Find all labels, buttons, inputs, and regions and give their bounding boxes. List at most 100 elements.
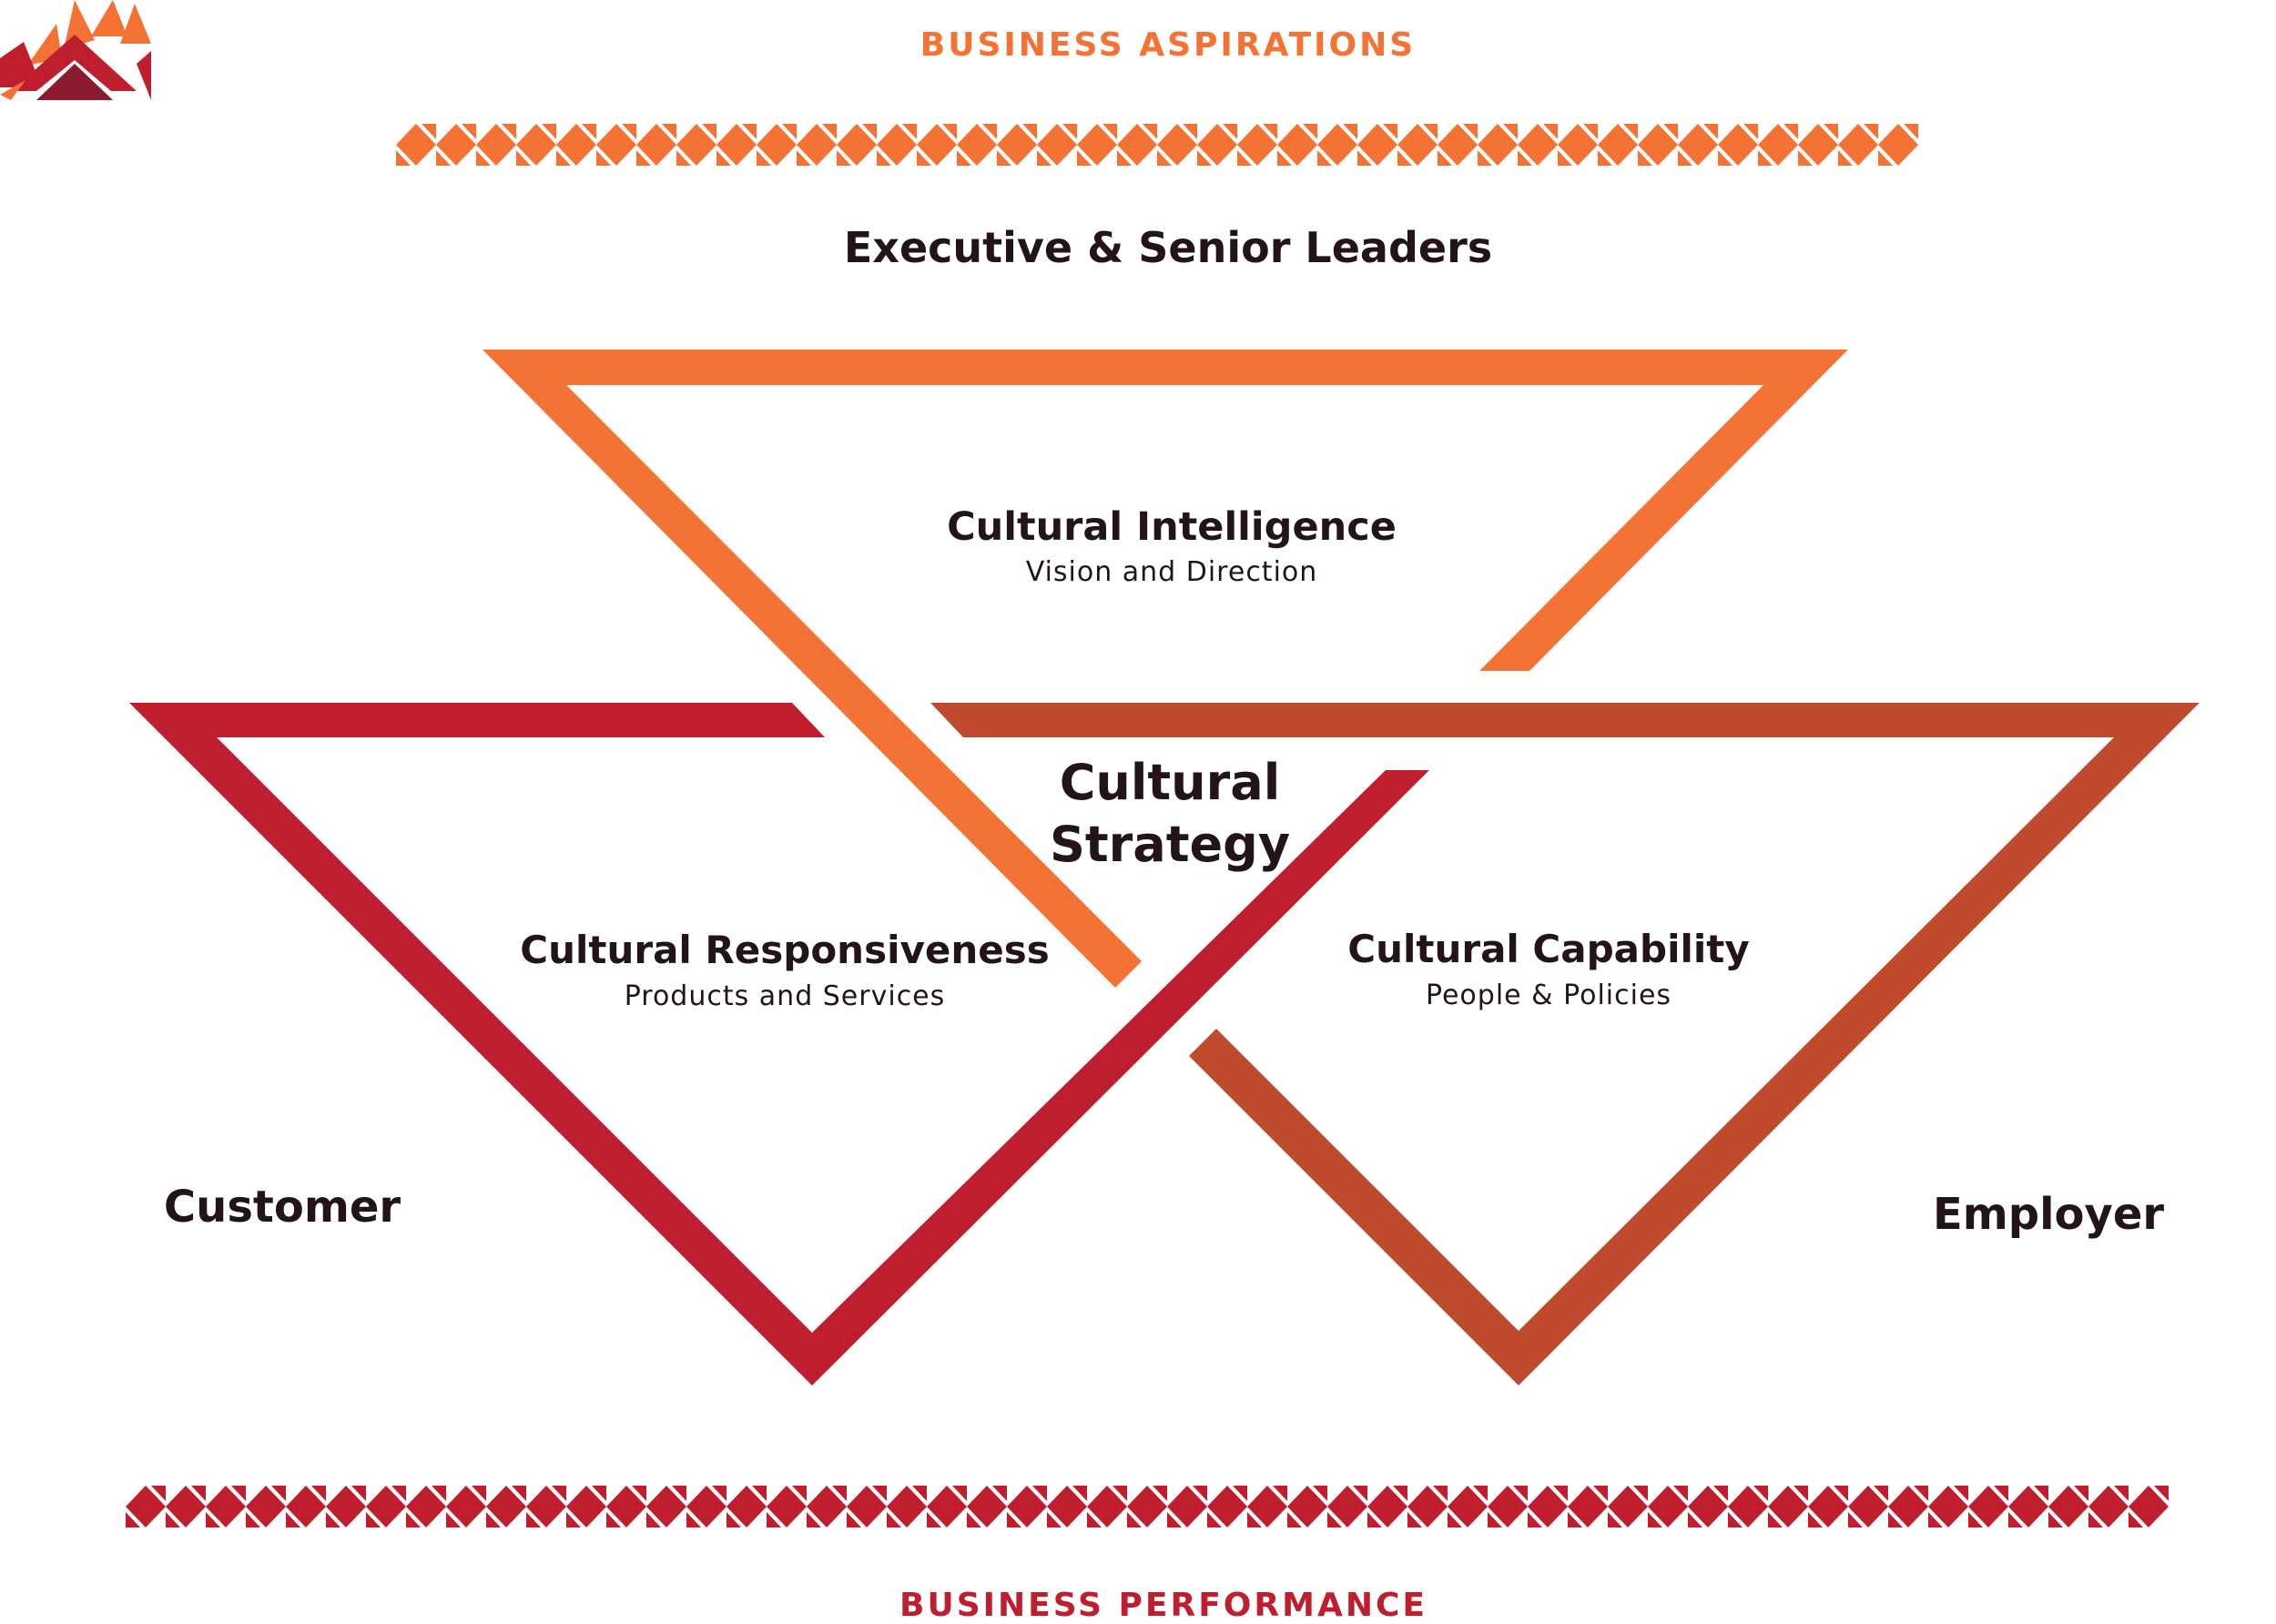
band-triangle-up	[1878, 124, 1918, 145]
band-wedge	[1223, 124, 1237, 139]
band-triangle-up	[1768, 1486, 1808, 1507]
band-triangle-up	[246, 1486, 286, 1507]
band-triangle-down	[1037, 145, 1077, 166]
band-triangle-up	[1798, 124, 1838, 145]
side-label-employer: Employer	[1933, 1189, 2164, 1240]
band-triangle-up	[1247, 1486, 1287, 1507]
band-wedge	[512, 1486, 526, 1501]
band-wedge	[1473, 1486, 1488, 1501]
band-triangle-up	[877, 124, 917, 145]
band-triangle-up	[1478, 124, 1518, 145]
band-wedge	[1688, 1512, 1702, 1528]
band-wedge	[1207, 1512, 1222, 1528]
band-wedge	[1914, 1486, 1928, 1501]
band-wedge	[2154, 1486, 2169, 1501]
band-wedge	[822, 124, 837, 139]
band-triangle-up	[1528, 1486, 1568, 1507]
band-wedge	[902, 124, 917, 139]
band-triangle-down	[1648, 1507, 1688, 1528]
band-triangle-down	[887, 1507, 927, 1528]
band-wedge	[1463, 124, 1478, 139]
band-triangle-up	[1838, 124, 1878, 145]
band-wedge	[832, 1486, 847, 1501]
band-wedge	[1838, 150, 1853, 166]
intelligence-subtitle: Vision and Direction	[1026, 556, 1318, 588]
band-wedge	[516, 150, 531, 166]
band-triangle-up	[1758, 124, 1798, 145]
band-triangle-up	[726, 1486, 767, 1507]
band-triangle-down	[847, 1507, 887, 1528]
band-triangle-down	[1848, 1507, 1888, 1528]
band-wedge	[592, 1486, 606, 1501]
band-triangle-down	[126, 1507, 166, 1528]
band-wedge	[1728, 1512, 1743, 1528]
band-wedge	[1102, 124, 1117, 139]
band-triangle-up	[767, 1486, 807, 1507]
band-triangle-up	[1327, 1486, 1367, 1507]
band-triangle-up	[887, 1486, 927, 1507]
band-wedge	[286, 1512, 300, 1528]
band-triangle-down	[967, 1507, 1007, 1528]
band-wedge	[1703, 124, 1718, 139]
band-triangle-up	[1317, 124, 1357, 145]
band-wedge	[2048, 1512, 2063, 1528]
band-triangle-up	[1688, 1486, 1728, 1507]
band-wedge	[676, 150, 691, 166]
band-wedge	[1968, 1512, 1983, 1528]
band-wedge	[1313, 1486, 1327, 1501]
band-triangle-down	[2008, 1507, 2048, 1528]
band-triangle-up	[166, 1486, 206, 1507]
band-triangle-down	[1568, 1507, 1608, 1528]
band-triangle-down	[1317, 145, 1357, 166]
band-wedge	[1047, 1512, 1062, 1528]
band-triangle-down	[1438, 145, 1478, 166]
band-triangle-up	[847, 1486, 887, 1507]
bottom-triangle-band	[126, 1486, 2169, 1528]
band-triangle-down	[1117, 145, 1157, 166]
band-triangle-up	[206, 1486, 246, 1507]
band-triangle-up	[286, 1486, 326, 1507]
band-triangle-down	[526, 1507, 566, 1528]
center-label-line2: Strategy	[1050, 816, 1290, 873]
band-wedge	[432, 1486, 446, 1501]
band-wedge	[1488, 1512, 1502, 1528]
band-triangle-up	[1167, 1486, 1207, 1507]
band-wedge	[1032, 1486, 1047, 1501]
band-wedge	[1834, 1486, 1848, 1501]
band-wedge	[1583, 124, 1598, 139]
responsiveness-title: Cultural Responsiveness	[520, 928, 1049, 972]
band-triangle-up	[1007, 1486, 1047, 1507]
band-triangle-down	[1638, 145, 1678, 166]
band-wedge	[1663, 124, 1678, 139]
responsiveness-subtitle: Products and Services	[625, 980, 946, 1012]
band-wedge	[1113, 1486, 1127, 1501]
band-wedge	[1438, 150, 1452, 166]
band-wedge	[1037, 150, 1052, 166]
band-wedge	[566, 1512, 581, 1528]
mountain-logo-icon	[0, 0, 151, 100]
band-triangle-down	[2048, 1507, 2088, 1528]
band-wedge	[1718, 150, 1732, 166]
intelligence-title: Cultural Intelligence	[947, 504, 1397, 550]
band-triangle-up	[516, 124, 556, 145]
band-wedge	[2114, 1486, 2129, 1501]
band-wedge	[271, 1486, 286, 1501]
band-wedge	[1183, 124, 1197, 139]
band-wedge	[351, 1486, 366, 1501]
band-wedge	[1928, 1512, 1943, 1528]
band-triangle-up	[1648, 1486, 1688, 1507]
band-wedge	[1593, 1486, 1608, 1501]
band-triangle-up	[1357, 124, 1397, 145]
band-wedge	[1753, 1486, 1768, 1501]
band-wedge	[992, 1486, 1007, 1501]
band-triangle-up	[1407, 1486, 1448, 1507]
band-wedge	[1353, 1486, 1367, 1501]
band-triangle-down	[1888, 1507, 1928, 1528]
band-wedge	[1087, 1512, 1102, 1528]
band-wedge	[1864, 124, 1878, 139]
band-triangle-down	[1448, 1507, 1488, 1528]
band-wedge	[486, 1512, 501, 1528]
band-wedge	[1743, 124, 1758, 139]
band-triangle-up	[406, 1486, 446, 1507]
band-wedge	[807, 1512, 821, 1528]
